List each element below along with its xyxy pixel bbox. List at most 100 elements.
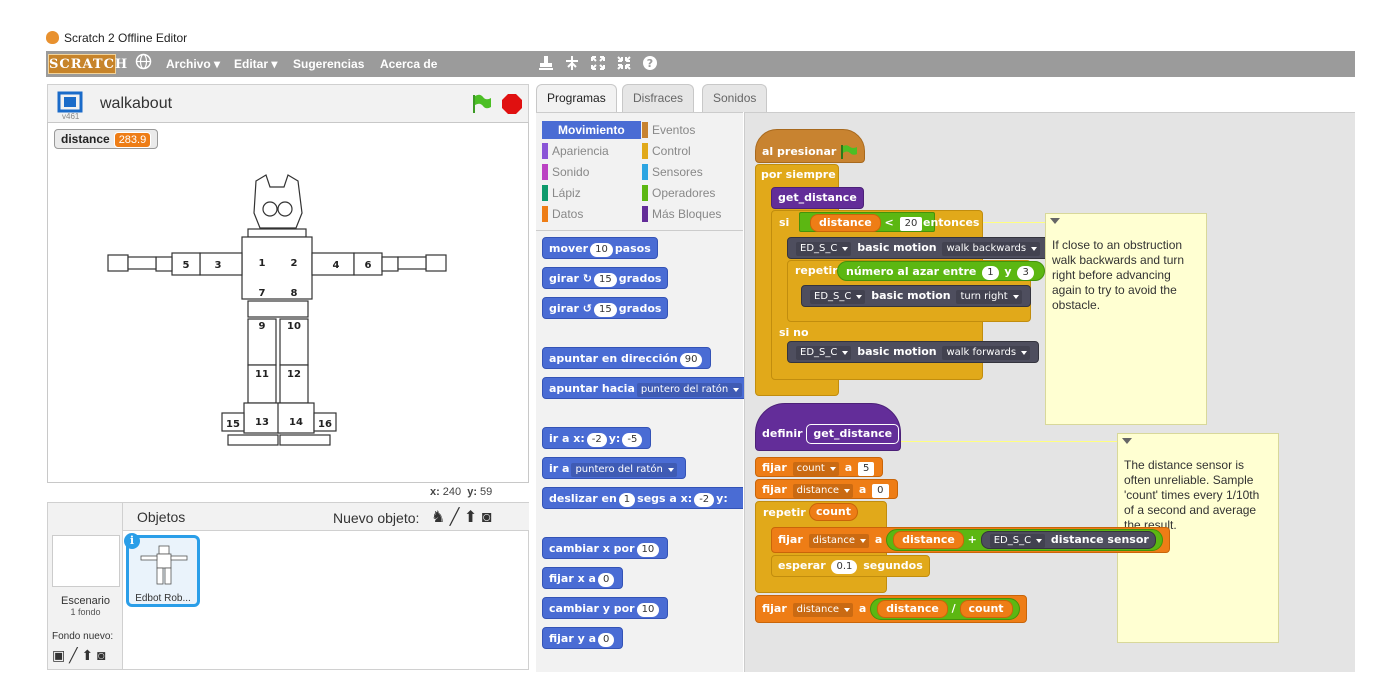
reporter-count[interactable]: count bbox=[959, 600, 1013, 618]
category-sensores[interactable]: Sensores bbox=[642, 163, 703, 181]
reporter-distance[interactable]: distance bbox=[893, 531, 964, 549]
stage-thumbnail[interactable] bbox=[52, 535, 120, 587]
turn-left-input[interactable]: 15 bbox=[593, 303, 617, 317]
motion-dropdown[interactable]: turn right bbox=[956, 290, 1022, 304]
block-basic-motion-walk-backwards[interactable]: ED_S_C basic motion walk backwards bbox=[787, 237, 1050, 259]
var-dropdown[interactable]: distance bbox=[792, 484, 853, 498]
block-when-flag-clicked[interactable]: al presionar bbox=[755, 129, 865, 163]
tab-sonidos[interactable]: Sonidos bbox=[702, 84, 768, 112]
scratch-logo[interactable]: SCRATCH bbox=[48, 54, 127, 74]
block-set-distance[interactable]: fijar distance a 0 bbox=[755, 479, 898, 499]
direction-input[interactable]: 90 bbox=[679, 353, 703, 367]
project-name[interactable]: walkabout bbox=[100, 95, 173, 112]
sprite-library-icon[interactable]: ♞ bbox=[431, 509, 446, 526]
comment-note-2[interactable]: The distance sensor is often unreliable.… bbox=[1117, 433, 1279, 643]
upload-sprite-icon[interactable]: ⬆ bbox=[463, 509, 478, 526]
fullscreen-icon[interactable] bbox=[57, 91, 83, 116]
tab-programas[interactable]: Programas bbox=[536, 84, 617, 112]
category-lápiz[interactable]: Lápiz bbox=[542, 184, 581, 202]
green-flag-icon[interactable] bbox=[470, 93, 492, 118]
block-set-distance-avg[interactable]: fijar distance a distance / count bbox=[755, 595, 1027, 623]
change-y-input[interactable]: 10 bbox=[636, 603, 660, 617]
less-than-input[interactable]: 20 bbox=[899, 217, 923, 231]
var-dropdown[interactable]: distance bbox=[792, 603, 853, 617]
category-movimiento[interactable]: Movimiento bbox=[542, 121, 641, 139]
category-eventos[interactable]: Eventos bbox=[642, 121, 695, 139]
goto-dropdown[interactable]: puntero del ratón bbox=[571, 463, 677, 477]
shrink-icon[interactable] bbox=[616, 55, 632, 76]
tab-disfraces[interactable]: Disfraces bbox=[622, 84, 695, 112]
motion-dropdown[interactable]: walk forwards bbox=[942, 346, 1031, 360]
help-icon[interactable]: ? bbox=[642, 55, 658, 76]
change-x-input[interactable]: 10 bbox=[636, 543, 660, 557]
cut-icon[interactable] bbox=[564, 55, 580, 76]
ext-dropdown[interactable]: ED_S_C bbox=[810, 290, 866, 304]
goto-x-input[interactable]: -2 bbox=[586, 433, 607, 447]
globe-icon[interactable] bbox=[135, 53, 152, 75]
menu-editar[interactable]: Editar ▾ bbox=[234, 57, 278, 71]
glide-x-input[interactable]: -2 bbox=[694, 493, 715, 507]
set-count-input[interactable]: 5 bbox=[857, 462, 875, 476]
set-y-input[interactable]: 0 bbox=[598, 633, 615, 647]
menu-archivo[interactable]: Archivo ▾ bbox=[166, 57, 221, 71]
reporter-distance-sensor[interactable]: ED_S_C distance sensor bbox=[980, 531, 1156, 549]
camera-bg-icon[interactable]: ◙ bbox=[97, 647, 106, 663]
block-wait[interactable]: esperar 0.1 segundos bbox=[771, 555, 930, 577]
category-sonido[interactable]: Sonido bbox=[542, 163, 589, 181]
reporter-distance[interactable]: distance bbox=[810, 214, 881, 232]
random-from-input[interactable]: 1 bbox=[982, 266, 999, 280]
category-operadores[interactable]: Operadores bbox=[642, 184, 715, 202]
stamp-icon[interactable] bbox=[538, 55, 554, 76]
turn-right-input[interactable]: 15 bbox=[593, 273, 617, 287]
sprite-thumbnail-edbot[interactable]: i Edbot Rob... bbox=[124, 533, 200, 607]
grow-icon[interactable] bbox=[590, 55, 606, 76]
random-to-input[interactable]: 3 bbox=[1017, 266, 1034, 280]
collapse-note-icon[interactable] bbox=[1050, 218, 1060, 229]
category-control[interactable]: Control bbox=[642, 142, 691, 160]
menu-acerca-de[interactable]: Acerca de bbox=[380, 57, 438, 71]
ext-dropdown[interactable]: ED_S_C bbox=[989, 534, 1046, 548]
reporter-count[interactable]: count bbox=[809, 503, 858, 521]
block-add[interactable]: distance + ED_S_C distance sensor bbox=[886, 529, 1163, 551]
goto-y-input[interactable]: -5 bbox=[622, 433, 643, 447]
stop-sign-icon[interactable] bbox=[501, 93, 523, 118]
collapse-note-icon[interactable] bbox=[1122, 438, 1132, 449]
edbot-robot-sprite[interactable]: 1 2 3 4 5 6 7 8 9 10 11 12 13 14 15 16 bbox=[98, 173, 478, 463]
block-basic-motion-walk-forwards[interactable]: ED_S_C basic motion walk forwards bbox=[787, 341, 1040, 363]
block-divide[interactable]: distance / count bbox=[870, 598, 1020, 620]
var-dropdown[interactable]: distance bbox=[808, 534, 869, 548]
block-random[interactable]: número al azar entre 1 y 3 bbox=[837, 261, 1045, 281]
set-x-input[interactable]: 0 bbox=[597, 573, 615, 587]
var-dropdown[interactable]: count bbox=[792, 462, 839, 476]
upload-bg-icon[interactable]: ⬆ bbox=[81, 647, 94, 663]
block-basic-motion-turn-right[interactable]: ED_S_C basic motion turn right bbox=[801, 285, 1031, 307]
motion-dropdown[interactable]: walk backwards bbox=[942, 242, 1041, 256]
category-apariencia[interactable]: Apariencia bbox=[542, 142, 609, 160]
glide-secs-input[interactable]: 1 bbox=[618, 493, 636, 507]
define-name[interactable]: get_distance bbox=[806, 424, 900, 444]
paint-sprite-icon[interactable]: ╱ bbox=[449, 509, 460, 526]
block-define-get-distance[interactable]: definir get_distance bbox=[755, 403, 901, 451]
block-set-distance-sum[interactable]: fijar distance a distance + ED_S_C dista… bbox=[771, 527, 1170, 553]
camera-sprite-icon[interactable]: ◙ bbox=[481, 509, 492, 526]
move-steps-input[interactable]: 10 bbox=[590, 243, 613, 257]
block-call-get-distance[interactable]: get_distance bbox=[771, 187, 864, 209]
ext-dropdown[interactable]: ED_S_C bbox=[796, 242, 852, 256]
towards-dropdown[interactable]: puntero del ratón bbox=[636, 383, 743, 397]
ext-dropdown[interactable]: ED_S_C bbox=[796, 346, 852, 360]
category-datos[interactable]: Datos bbox=[542, 205, 583, 223]
sprite-info-icon[interactable]: i bbox=[124, 533, 140, 549]
comment-note-1[interactable]: If close to an obstruction walk backward… bbox=[1045, 213, 1207, 425]
